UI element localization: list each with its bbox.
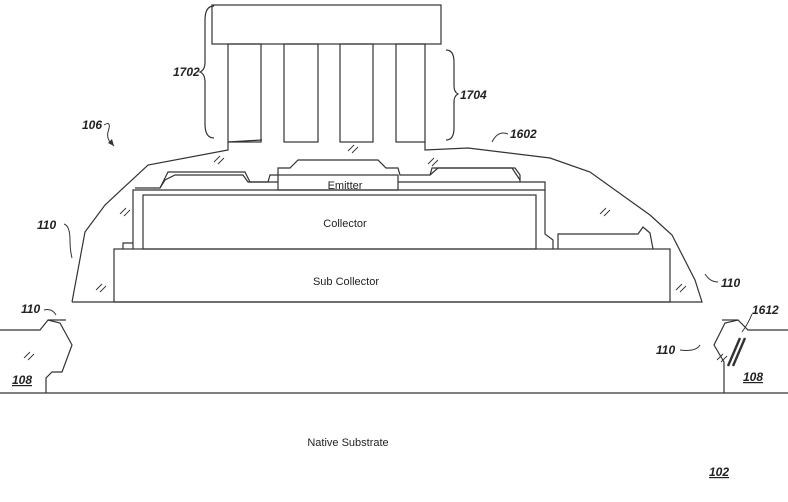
bracket-1704 [446, 50, 458, 140]
ref-1602: 1602 [510, 127, 537, 141]
ref-1612: 1612 [752, 303, 779, 317]
label-collector: Collector [323, 218, 367, 230]
passivation-1602 [72, 140, 702, 302]
ref-110-left-low: 110 [21, 302, 40, 316]
ref-110-left-mid: 110 [37, 218, 56, 232]
region-108-left [0, 320, 72, 393]
ref-110-right-low: 110 [656, 343, 675, 357]
label-native-substrate: Native Substrate [307, 437, 388, 449]
ref-1702: 1702 [173, 65, 200, 79]
trench-1612 [728, 338, 745, 366]
label-emitter: Emitter [328, 180, 363, 192]
sub-collector-layer [114, 249, 670, 302]
ref-1704: 1704 [460, 88, 487, 102]
label-sub-collector: Sub Collector [313, 276, 379, 288]
heat-sink-base [212, 5, 441, 44]
hatch-marks [24, 145, 727, 362]
ref-108-right: 108 [743, 370, 763, 384]
ref-102: 102 [709, 465, 729, 479]
ref-106: 106 [82, 118, 102, 132]
heat-sink-fins [228, 44, 425, 142]
leader-lines [44, 124, 752, 351]
ref-110-right-mid: 110 [721, 276, 740, 290]
collector-contact [558, 227, 653, 249]
ref-108-left: 108 [12, 373, 32, 387]
